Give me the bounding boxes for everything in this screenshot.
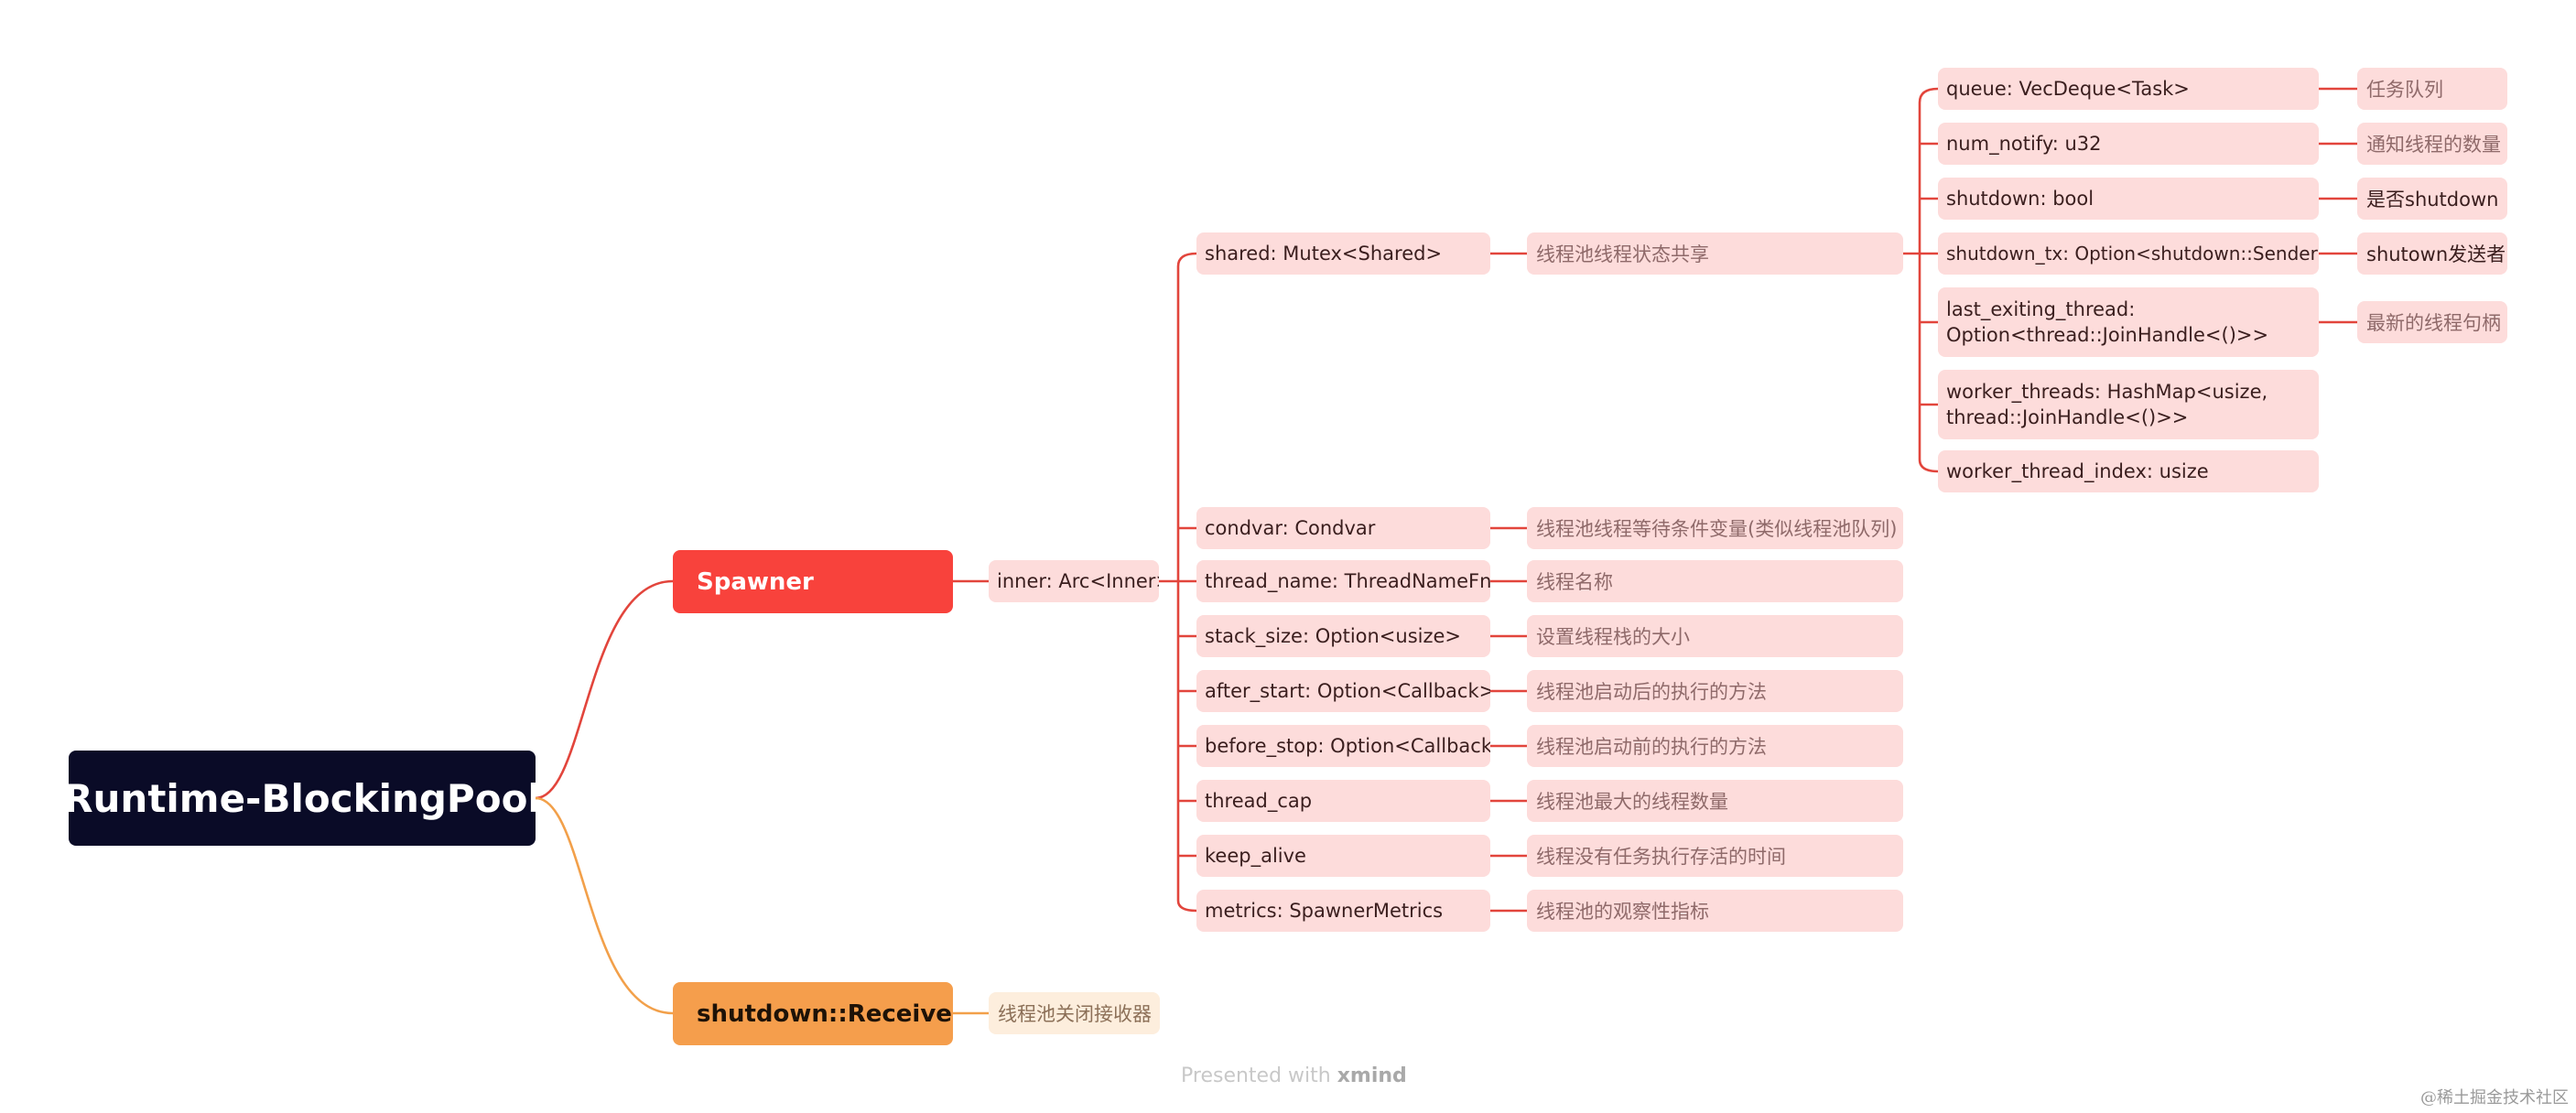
field-after-start-desc[interactable]: 线程池启动后的执行的方法: [1527, 670, 1903, 712]
shared-shutdown-tx-desc[interactable]: shutown发送者: [2357, 232, 2507, 275]
shared-shutdown-desc[interactable]: 是否shutdown: [2357, 178, 2507, 220]
presented-text: Presented with: [1181, 1064, 1331, 1087]
field-before-stop[interactable]: before_stop: Option<Callback>,: [1196, 725, 1490, 767]
shared-queue-desc[interactable]: 任务队列: [2357, 68, 2507, 110]
field-thread-cap-desc[interactable]: 线程池最大的线程数量: [1527, 780, 1903, 822]
field-before-stop-desc[interactable]: 线程池启动前的执行的方法: [1527, 725, 1903, 767]
credit-text: @稀土掘金技术社区: [2420, 1088, 2569, 1108]
field-thread-cap[interactable]: thread_cap: [1196, 780, 1490, 822]
receiver-desc[interactable]: 线程池关闭接收器: [989, 992, 1160, 1034]
shared-queue[interactable]: queue: VecDeque<Task>: [1938, 68, 2319, 110]
shared-shutdown[interactable]: shutdown: bool: [1938, 178, 2319, 220]
shared-worker-thread-index[interactable]: worker_thread_index: usize: [1938, 450, 2319, 492]
field-metrics[interactable]: metrics: SpawnerMetrics: [1196, 890, 1490, 932]
shared-last-exiting-thread-desc[interactable]: 最新的线程句柄: [2357, 301, 2507, 343]
inner-node[interactable]: inner: Arc<Inner>: [989, 560, 1159, 602]
field-keep-alive-desc[interactable]: 线程没有任务执行存活的时间: [1527, 835, 1903, 877]
field-stack-size-desc[interactable]: 设置线程栈的大小: [1527, 615, 1903, 657]
presented-with-watermark: Presented with xmind: [1181, 1064, 1407, 1087]
field-stack-size[interactable]: stack_size: Option<usize>: [1196, 615, 1490, 657]
root-node[interactable]: Runtime-BlockingPool: [69, 751, 536, 846]
field-thread-name-desc[interactable]: 线程名称: [1527, 560, 1903, 602]
field-condvar[interactable]: condvar: Condvar: [1196, 507, 1490, 549]
shared-shutdown-tx[interactable]: shutdown_tx: Option<shutdown::Sender>: [1938, 232, 2319, 275]
field-metrics-desc[interactable]: 线程池的观察性指标: [1527, 890, 1903, 932]
shared-num-notify[interactable]: num_notify: u32: [1938, 123, 2319, 165]
field-shared[interactable]: shared: Mutex<Shared>: [1196, 232, 1490, 275]
xmind-brand: xmind: [1337, 1064, 1407, 1087]
field-shared-desc[interactable]: 线程池线程状态共享: [1527, 232, 1903, 275]
field-after-start[interactable]: after_start: Option<Callback>: [1196, 670, 1490, 712]
receiver-node[interactable]: shutdown::Receiver: [673, 982, 953, 1045]
field-thread-name[interactable]: thread_name: ThreadNameFn: [1196, 560, 1490, 602]
shared-num-notify-desc[interactable]: 通知线程的数量: [2357, 123, 2507, 165]
shared-last-exiting-thread[interactable]: last_exiting_thread: Option<thread::Join…: [1938, 287, 2319, 357]
field-keep-alive[interactable]: keep_alive: [1196, 835, 1490, 877]
field-condvar-desc[interactable]: 线程池线程等待条件变量(类似线程池队列): [1527, 507, 1903, 549]
shared-worker-threads[interactable]: worker_threads: HashMap<usize, thread::J…: [1938, 370, 2319, 439]
spawner-node[interactable]: Spawner: [673, 550, 953, 613]
